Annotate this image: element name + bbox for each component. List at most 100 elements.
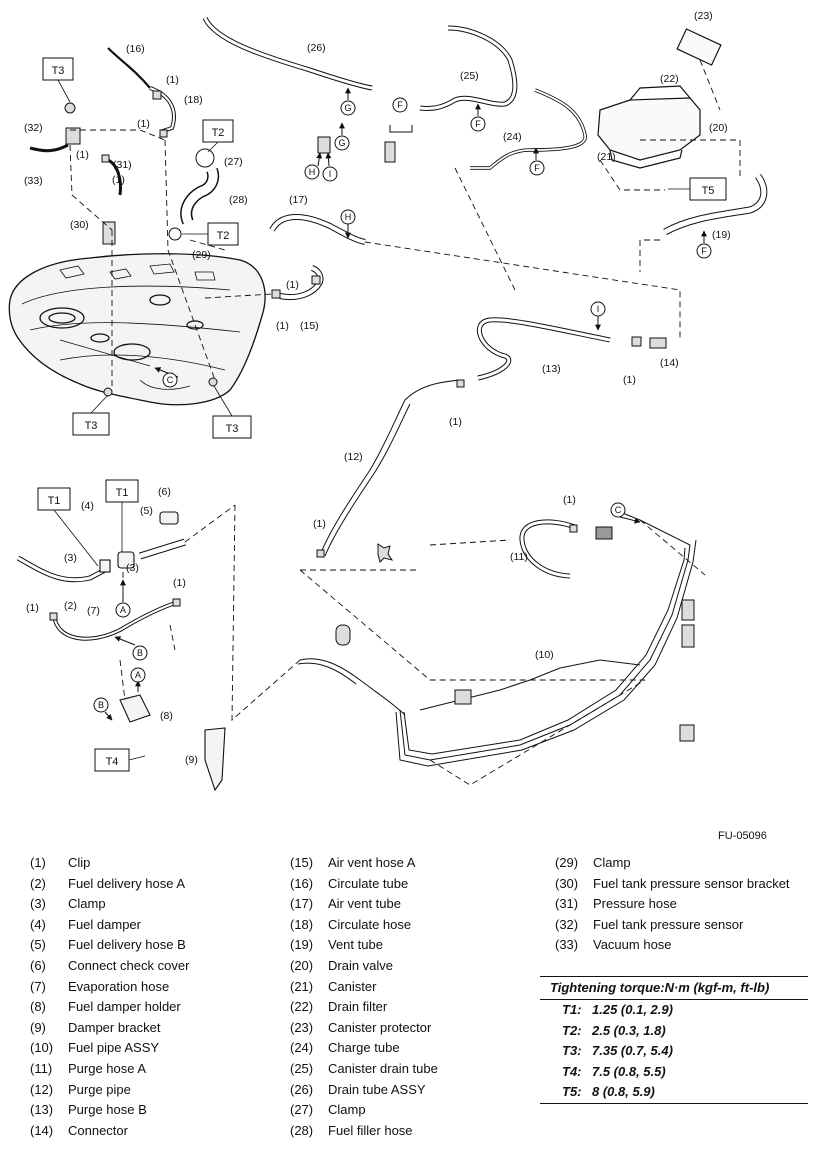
callout-3: (3) <box>126 562 139 574</box>
callout-15: (15) <box>300 320 319 332</box>
legend-row: (29)Clamp <box>555 855 631 870</box>
legend-row: (10)Fuel pipe ASSY <box>30 1040 160 1056</box>
callout-23: (23) <box>694 10 713 22</box>
marker-h-2 <box>340 209 356 225</box>
legend-column-2: (15)Air vent hose A (16)Circulate tube (… <box>290 853 438 1141</box>
marker-h-1 <box>304 164 320 180</box>
torque-row: T2:2.5 (0.3, 1.8) <box>562 1022 666 1038</box>
callout-1: (1) <box>286 279 299 291</box>
marker-a-1 <box>115 602 131 618</box>
callout-26: (26) <box>307 42 326 54</box>
callout-7: (7) <box>87 605 100 617</box>
legend-row: (7)Evaporation hose <box>30 978 170 994</box>
callout-5: (5) <box>140 505 153 517</box>
legend-row: (30)Fuel tank pressure sensor bracket <box>555 875 790 891</box>
svg-text:B: B <box>137 648 143 658</box>
canister <box>597 28 722 169</box>
torque-row: T5:8 (0.8, 5.9) <box>562 1084 655 1099</box>
torque-table: Tightening torque:N·m (kgf-m, ft-lb) T1:… <box>540 976 808 1104</box>
legend-row: (26)Drain tube ASSY <box>290 1081 426 1097</box>
legend-row: (8)Fuel damper holder <box>30 999 181 1015</box>
callout-28: (28) <box>229 194 248 206</box>
callout-9: (9) <box>185 754 198 766</box>
legend-row: (15)Air vent hose A <box>290 855 416 870</box>
callout-29: (29) <box>192 249 211 261</box>
torque-box-t3-right-label: T3 <box>226 423 239 435</box>
callout-18: (18) <box>184 94 203 106</box>
marker-g-1 <box>340 100 356 116</box>
callout-1: (1) <box>166 74 179 86</box>
svg-text:I: I <box>329 169 332 179</box>
callout-8: (8) <box>160 710 173 722</box>
callout-3: (3) <box>64 552 77 564</box>
callout-6: (6) <box>158 486 171 498</box>
callout-1: (1) <box>276 320 289 332</box>
callout-20: (20) <box>709 122 728 134</box>
legend-row: (6)Connect check cover <box>30 957 190 973</box>
torque-box-t4-label: T4 <box>106 756 119 768</box>
callout-4: (4) <box>81 500 94 512</box>
marker-g-2 <box>334 135 350 151</box>
legend-row: (18)Circulate hose <box>290 916 412 932</box>
svg-text:G: G <box>338 138 345 148</box>
svg-text:F: F <box>534 163 540 173</box>
svg-text:B: B <box>98 700 104 710</box>
legend-row: (17)Air vent tube <box>290 896 401 912</box>
callout-12: (12) <box>344 451 363 463</box>
legend-row: (20)Drain valve <box>290 957 394 973</box>
svg-text:F: F <box>397 100 403 110</box>
torque-box-t3-left-label: T3 <box>85 420 98 432</box>
svg-text:H: H <box>345 212 352 222</box>
callout-27: (27) <box>224 156 243 168</box>
svg-text:C: C <box>615 505 622 515</box>
svg-text:F: F <box>701 246 707 256</box>
legend-row: (23)Canister protector <box>290 1019 432 1035</box>
legend-row: (5)Fuel delivery hose B <box>30 937 186 953</box>
legend-row: (9)Damper bracket <box>30 1019 161 1035</box>
callout-13: (13) <box>542 363 561 375</box>
legend-row: (4)Fuel damper <box>30 916 141 932</box>
torque-row: T1:1.25 (0.1, 2.9) <box>562 1002 673 1017</box>
callout-17: (17) <box>289 194 308 206</box>
legend-row: (11)Purge hose A <box>30 1060 147 1076</box>
svg-text:I: I <box>597 304 600 314</box>
marker-i-1 <box>322 166 338 182</box>
callout-24: (24) <box>503 131 522 143</box>
legend-row: (24)Charge tube <box>290 1040 400 1056</box>
callout-31: (31) <box>113 159 132 171</box>
legend-row: (1)Clip <box>30 855 91 870</box>
legend-row: (19)Vent tube <box>290 937 383 953</box>
callout-1: (1) <box>137 118 150 130</box>
marker-a-2 <box>130 667 146 683</box>
marker-c-1 <box>162 372 178 388</box>
torque-box-t5-label: T5 <box>702 185 715 197</box>
clips <box>49 90 695 742</box>
legend-column-3: (29)Clamp (30)Fuel tank pressure sensor … <box>555 853 790 956</box>
torque-box-t2-mid-label: T2 <box>217 230 230 242</box>
svg-text:G: G <box>344 103 351 113</box>
legend-row: (25)Canister drain tube <box>290 1060 438 1076</box>
marker-i-2 <box>590 301 606 317</box>
callout-2: (2) <box>64 600 77 612</box>
torque-row: T4:7.5 (0.8, 5.5) <box>562 1063 666 1079</box>
torque-box-t1-right-label: T1 <box>116 487 129 499</box>
marker-b-1 <box>132 645 148 661</box>
marker-b-2 <box>93 697 109 713</box>
torque-box-group: T3 T2 T2 T3 T3 T1 T1 T4 T5 <box>37 57 727 772</box>
svg-text:F: F <box>475 119 481 129</box>
legend-row: (21)Canister <box>290 978 377 994</box>
legend-row: (33)Vacuum hose <box>555 937 672 953</box>
callout-1: (1) <box>449 416 462 428</box>
callout-25: (25) <box>460 70 479 82</box>
hoses-and-tubes <box>16 16 768 641</box>
legend-row: (27)Clamp <box>290 1102 366 1118</box>
figure-code: FU-05096 <box>718 830 767 842</box>
callout-1: (1) <box>76 149 89 161</box>
callout-30: (30) <box>70 219 89 231</box>
callout-19: (19) <box>712 229 731 241</box>
callout-1: (1) <box>173 577 186 589</box>
callout-21: (21) <box>597 151 616 163</box>
legend-row: (2)Fuel delivery hose A <box>30 875 186 891</box>
legend-row: (31)Pressure hose <box>555 896 677 912</box>
callout-group: (1) (1) (1) (1) (1) (1) (1) (1) (1) (1) … <box>24 10 731 766</box>
